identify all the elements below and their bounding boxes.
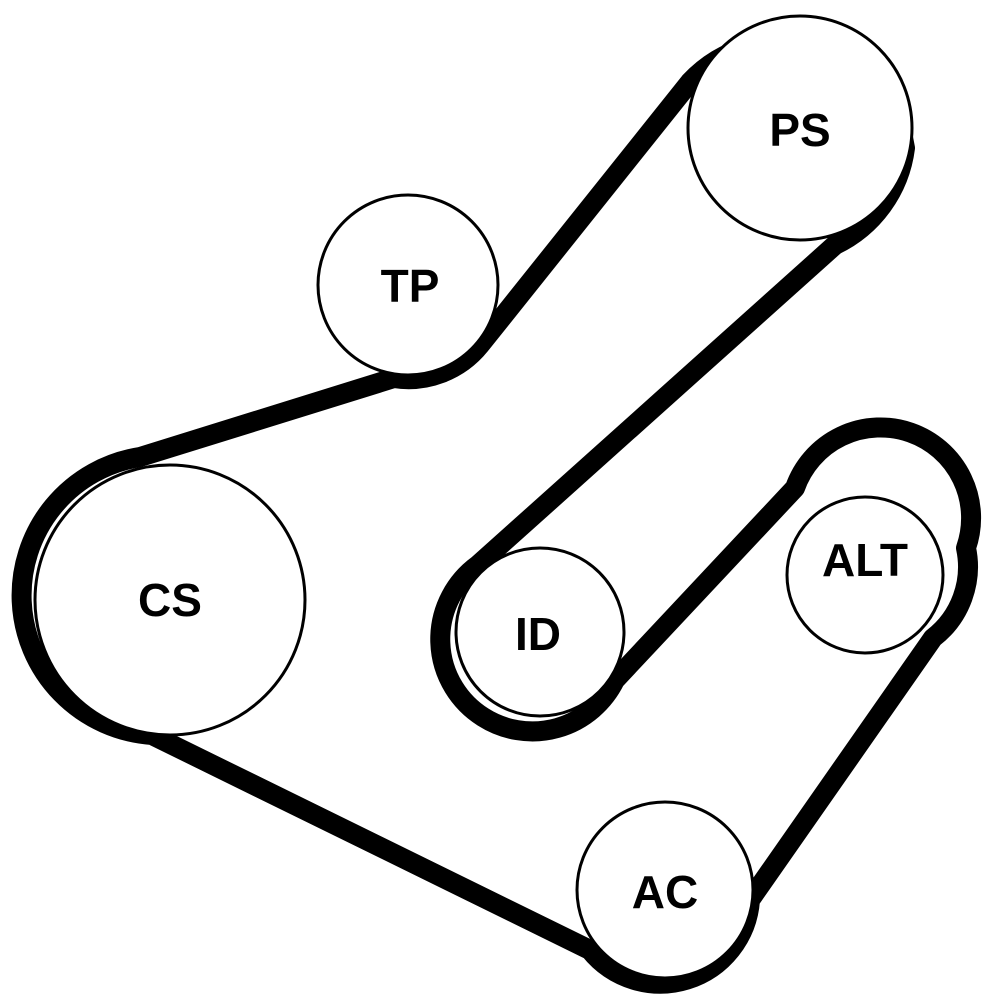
pulley-ac-circle <box>575 800 755 980</box>
pulley-id-label: ID <box>515 608 561 660</box>
pulley-ps-label: PS <box>769 104 830 156</box>
pulley-ps-circle <box>686 14 914 242</box>
pulley-tp-circle <box>316 193 500 377</box>
pulley-cs: CS <box>33 463 307 737</box>
pulley-cs-label: CS <box>138 574 202 626</box>
pulley-id: ID <box>454 546 626 718</box>
pulley-alt-label: ALT <box>822 534 908 586</box>
pulley-tp: TP <box>316 193 500 377</box>
pulley-ac: AC <box>575 800 755 980</box>
pulley-ps: PS <box>686 14 914 242</box>
pulley-cs-circle <box>33 463 307 737</box>
pulley-alt: ALT <box>785 495 945 655</box>
pulley-alt-circle <box>785 495 945 655</box>
pulley-tp-label: TP <box>381 260 440 312</box>
pulley-ac-label: AC <box>632 866 698 918</box>
pulley-id-circle <box>454 546 626 718</box>
